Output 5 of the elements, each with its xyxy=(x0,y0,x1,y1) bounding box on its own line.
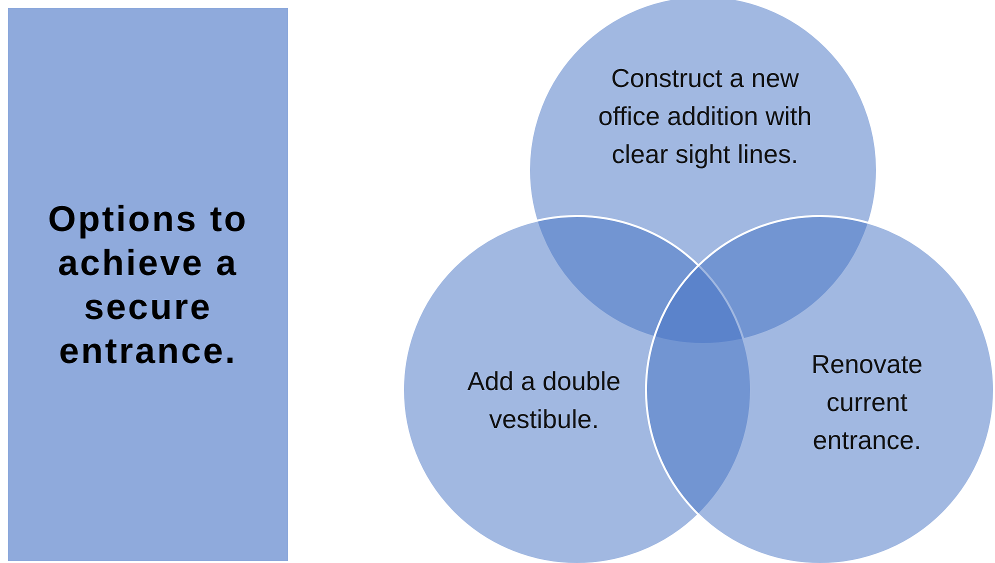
option-text: Add a double vestibule. xyxy=(466,365,622,436)
option-text: Construct a new office addition with clear sight lines. xyxy=(597,62,813,171)
title-panel xyxy=(8,8,288,561)
panel-title: Options to achieve a secure entrance. xyxy=(47,196,249,372)
option-text: Renovate current entrance. xyxy=(810,348,924,457)
